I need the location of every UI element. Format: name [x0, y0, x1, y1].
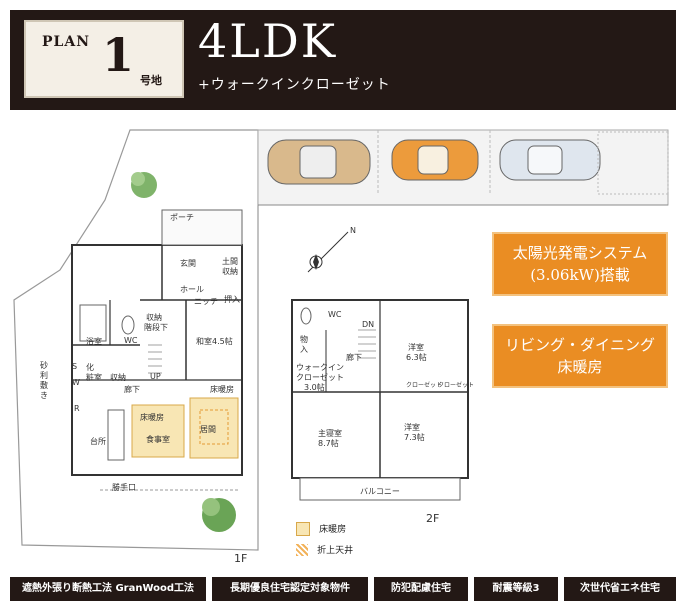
jari-label-3: 敷	[40, 381, 48, 390]
footer-feature-2: 長期優良住宅認定対象物件	[212, 577, 368, 601]
solar-badge-line1: 太陽光発電システム	[512, 244, 648, 262]
wic-label-3: 3.0帖	[304, 383, 325, 392]
floor-heating-living	[189, 397, 239, 459]
keshou-label-2: 粧室	[86, 373, 102, 382]
up-label: UP	[150, 372, 161, 381]
youshitsu1-label-1: 洋室	[408, 343, 424, 352]
hall-label: ホール	[180, 285, 204, 294]
s-mark: S	[72, 362, 78, 371]
rouka2-label: 廊下	[346, 353, 362, 362]
floor-heating-badge-line1: リビング・ダイニング	[504, 336, 655, 354]
floor2-label: 2F	[426, 512, 440, 525]
car-2-icon	[391, 139, 479, 181]
kitchen-label: 台所	[90, 437, 106, 446]
legend-floor-heating-swatch	[296, 521, 310, 536]
legend-floor-heating-text: 床暖房	[319, 525, 347, 535]
legend-raised-ceiling-swatch	[296, 543, 308, 556]
layout-subtitle: +ウォークインクローゼット	[198, 77, 391, 93]
footer-feature-1: 遮熱外張り断熱工法 GranWood工法	[10, 577, 206, 601]
jari-label-1: 砂	[40, 361, 48, 370]
floor-heating-badge-line2: 床暖房	[557, 358, 603, 376]
compass-icon	[307, 231, 349, 273]
tree-icon	[202, 498, 236, 532]
floor1-label: 1F	[234, 552, 248, 565]
yukadanbou-label-2: 床暖房	[210, 385, 234, 394]
floor-heating-badge: リビング・ダイニング 床暖房	[492, 324, 668, 388]
compass-north-label: N	[350, 226, 356, 235]
car-1-icon	[267, 139, 371, 185]
plan-word: PLAN	[42, 34, 91, 50]
balcony-label: バルコニー	[360, 487, 400, 496]
wic-label-2: クローゼット	[296, 373, 344, 382]
footer-feature-4: 耐震等級3	[474, 577, 558, 601]
washitsu-label: 和室4.5帖	[196, 337, 233, 346]
doma-label-2: 収納	[222, 267, 238, 276]
genkan-label: 玄関	[180, 259, 196, 268]
niche-label: ニッチ	[194, 297, 218, 306]
r-mark: R	[74, 404, 80, 413]
bath-label: 浴室	[86, 337, 102, 346]
plan-number: 1	[102, 28, 135, 82]
footer-feature-3: 防犯配慮住宅	[374, 577, 468, 601]
wc2-label: WC	[328, 310, 342, 319]
legend-raised-ceiling: 折上天井	[296, 539, 353, 558]
wc-label: WC	[124, 336, 138, 345]
solar-badge: 太陽光発電システム (3.06kW)搭載	[492, 232, 668, 296]
wic-label-1: ウォークイン	[296, 363, 344, 372]
rouka-label: 廊下	[124, 385, 140, 394]
doma-label-1: 土間	[222, 257, 238, 266]
layout-type: 4LDK	[198, 14, 338, 68]
oshiire-label: 押入	[224, 295, 240, 304]
plan-suffix: 号地	[140, 74, 162, 87]
dining-label: 食事室	[146, 435, 170, 444]
kaidanshita-label: 階段下	[144, 323, 168, 332]
dn-label: DN	[362, 320, 375, 329]
porch-label: ポーチ	[170, 213, 194, 222]
mono-label-2: 入	[300, 345, 308, 354]
master-label-2: 8.7帖	[318, 439, 339, 448]
living-label: 居間	[200, 425, 216, 434]
w-mark: W	[72, 378, 80, 387]
mono-label-1: 物	[300, 335, 308, 344]
tree-icon	[131, 172, 157, 198]
shunou-label: 収納	[146, 313, 162, 322]
plan-label-box: PLAN 1 号地	[24, 20, 184, 98]
legend-floor-heating: 床暖房	[296, 518, 346, 537]
footer-feature-5: 次世代省エネ住宅	[564, 577, 676, 601]
master-label-1: 主寝室	[318, 429, 342, 438]
closet2-label: クローゼット	[438, 382, 475, 389]
jari-label-4: き	[40, 391, 48, 400]
youshitsu1-label-2: 6.3帖	[406, 353, 427, 362]
youshitsu2-label-2: 7.3帖	[404, 433, 425, 442]
keshou-label-1: 化	[86, 363, 94, 372]
legend-raised-ceiling-text: 折上天井	[317, 546, 354, 556]
jari-label-2: 利	[40, 371, 48, 380]
floor-heating-dining	[131, 404, 185, 458]
youshitsu2-label-1: 洋室	[404, 423, 420, 432]
solar-badge-line2: (3.06kW)搭載	[530, 266, 630, 284]
yukadanbou-label-1: 床暖房	[140, 413, 164, 422]
closet1-label: クローゼット	[406, 382, 443, 389]
shuunou2-label: 収納	[110, 373, 126, 382]
car-3-icon	[499, 139, 601, 181]
katteguchi-label: 勝手口	[112, 483, 136, 492]
